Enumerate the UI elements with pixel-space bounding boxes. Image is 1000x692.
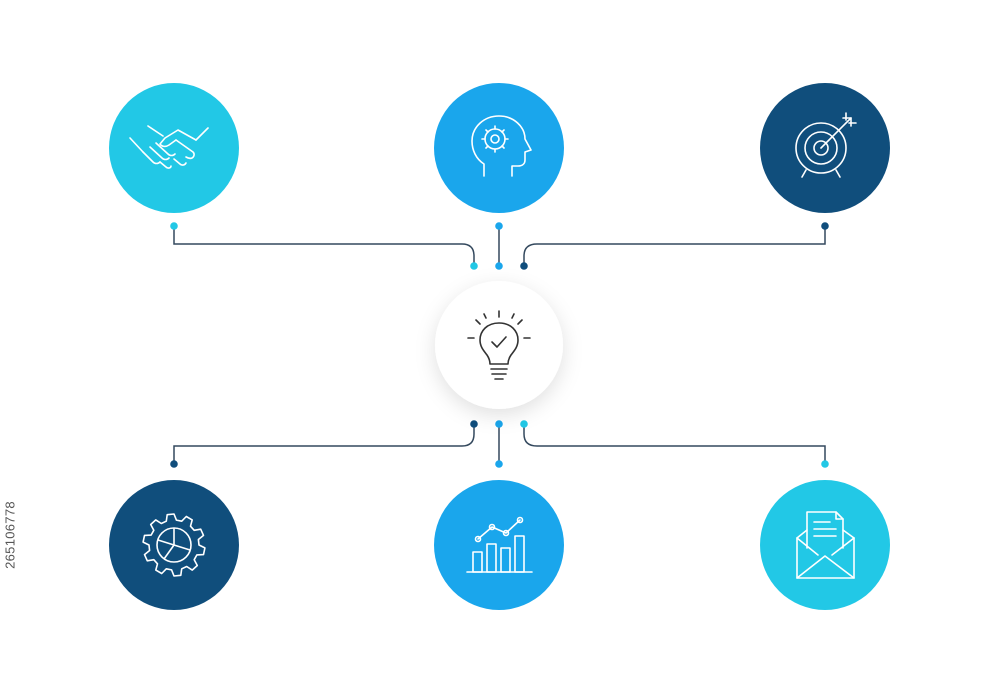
dot-top-left-hub <box>470 262 478 270</box>
watermark-id-text: 265106778 <box>0 460 20 610</box>
dot-bottom-center-hub <box>495 420 503 428</box>
handshake-icon <box>129 125 209 169</box>
connector-bottom-left <box>173 424 475 464</box>
lightbulb-check-icon <box>467 310 531 380</box>
node-top-left <box>109 83 239 213</box>
connector-dots <box>170 222 829 468</box>
dot-top-center-hub <box>495 262 503 270</box>
head-gear-icon <box>471 115 532 177</box>
node-top-right <box>760 83 890 213</box>
envelope-document-icon <box>796 511 855 579</box>
dot-top-center-node <box>495 222 503 230</box>
connector-top-left <box>173 226 475 266</box>
connector-top-right <box>523 226 826 266</box>
node-bottom-right <box>760 480 890 610</box>
node-circle-bottom-right <box>760 480 890 610</box>
dot-bottom-left-hub <box>470 420 478 428</box>
gear-icon <box>142 513 206 577</box>
dot-bottom-right-node <box>821 460 829 468</box>
dot-top-right-node <box>821 222 829 230</box>
target-arrow-icon <box>795 112 857 178</box>
dot-bottom-right-hub <box>520 420 528 428</box>
dot-top-left-node <box>170 222 178 230</box>
node-bottom-left <box>109 480 239 610</box>
connectors <box>173 226 826 464</box>
node-circle-top-left <box>109 83 239 213</box>
dot-top-right-hub <box>520 262 528 270</box>
node-bottom-center <box>434 480 564 610</box>
node-circle-top-right <box>760 83 890 213</box>
dot-bottom-center-node <box>495 460 503 468</box>
bar-chart-growth-icon <box>466 516 533 573</box>
watermark-id-label: 265106778 <box>2 501 18 569</box>
dot-bottom-left-node <box>170 460 178 468</box>
central-hub <box>435 281 563 409</box>
node-circle-bottom-center <box>434 480 564 610</box>
node-top-center <box>434 83 564 213</box>
connector-bottom-right <box>523 424 826 464</box>
